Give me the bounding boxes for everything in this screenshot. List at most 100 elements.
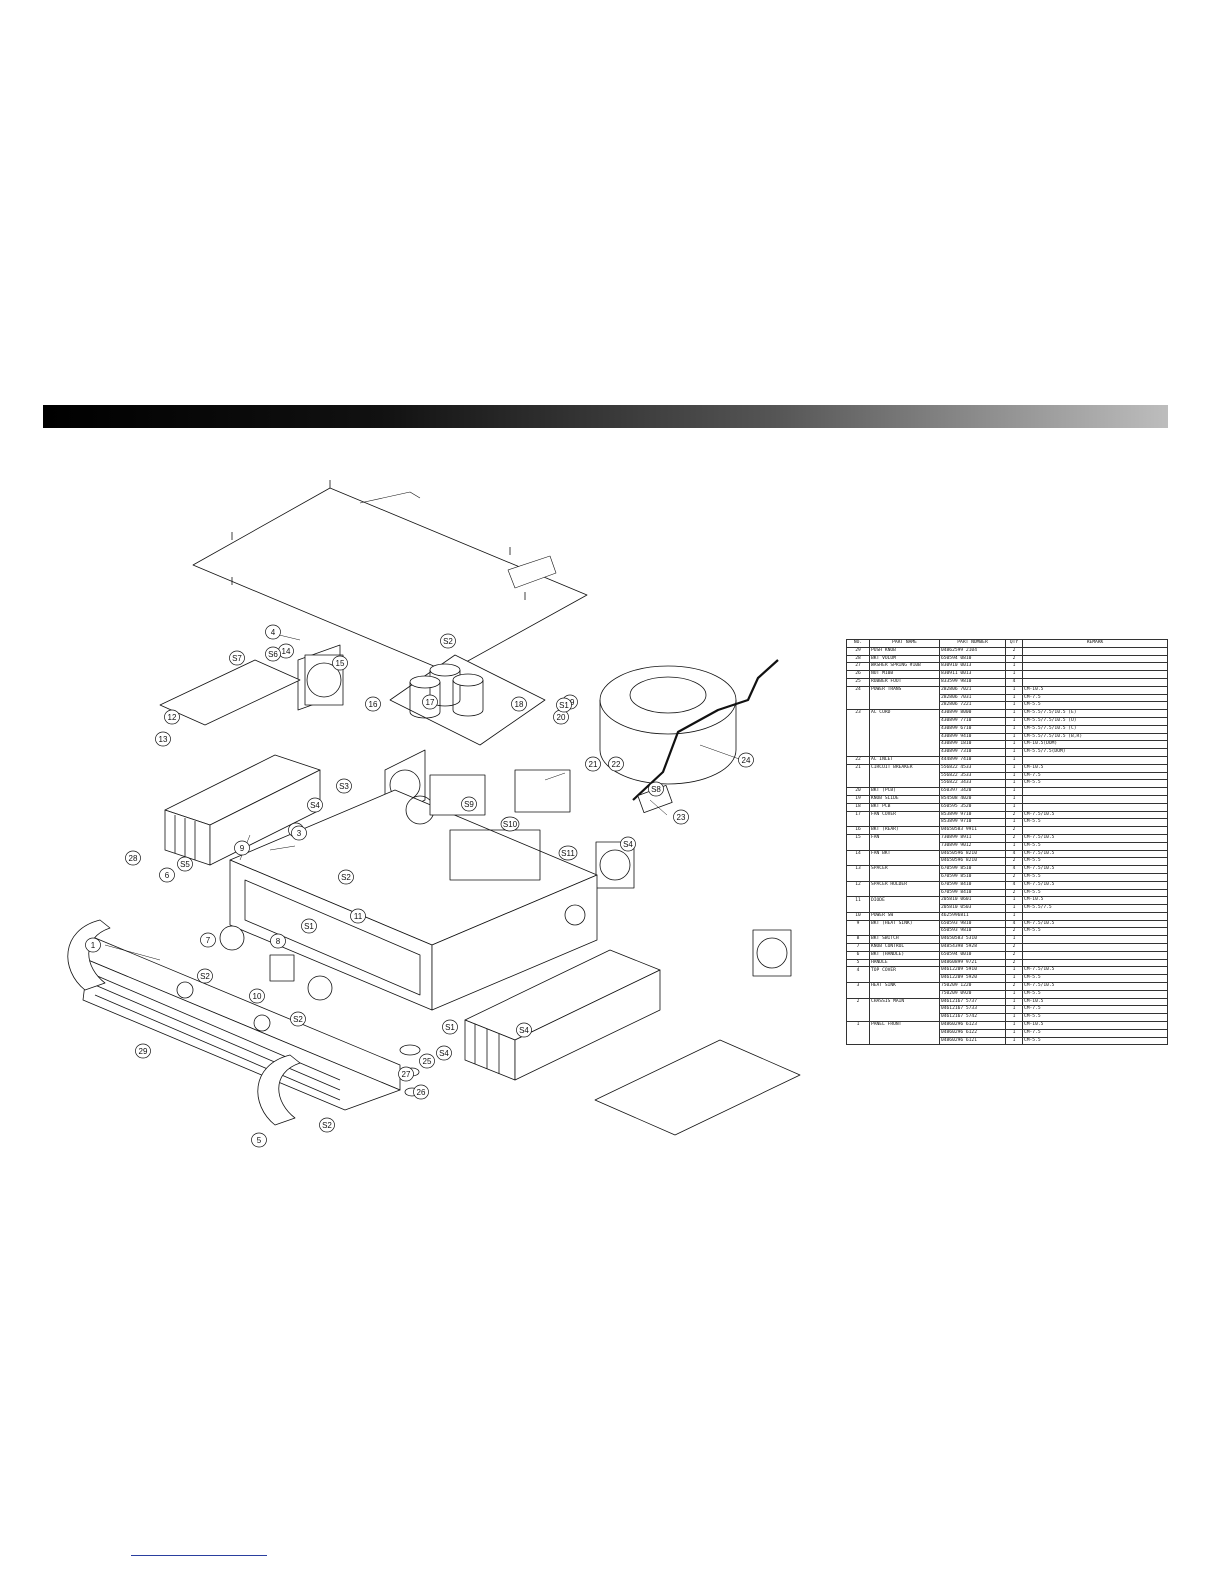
table-cell-part: 650594 0810 xyxy=(939,654,1006,664)
table-cell-name: FAN BKT xyxy=(869,849,940,858)
table-cell-remark: CM-5.5 xyxy=(1022,779,1168,789)
table-cell-qty: 2 xyxy=(1005,982,1023,991)
table-cell-part: 430899 8000 xyxy=(939,709,1006,718)
table-cell-qty: 1 xyxy=(1005,1021,1023,1030)
table-cell-remark xyxy=(1022,755,1168,765)
table-cell-remark: CM-10.5 xyxy=(1022,997,1168,1007)
table-cell-remark xyxy=(1022,935,1168,945)
table-cell-qty: 1 xyxy=(1005,935,1023,945)
table-cell-remark: CM-5.5 xyxy=(1022,1036,1168,1046)
callout-label: S4 xyxy=(310,801,320,810)
table-cell-no: 4 xyxy=(846,966,870,975)
callout-circle xyxy=(461,796,477,812)
table-cell-no: 24 xyxy=(846,685,870,695)
table-cell-qty: 2 xyxy=(1005,646,1023,656)
callout-label: 14 xyxy=(282,647,291,656)
table-cell-part: 650593 9810 xyxy=(939,927,1006,937)
callout-label: 12 xyxy=(168,713,177,722)
table-cell-remark: CM-7.5 xyxy=(1022,1005,1168,1015)
callout-s3: S3 xyxy=(336,778,352,794)
callout-s2c: S2 xyxy=(197,968,213,984)
table-cell-part: 04650583 5310 xyxy=(939,935,1006,945)
table-cell-qty: 1 xyxy=(1005,748,1023,757)
table-cell-no: 27 xyxy=(846,662,870,672)
amp-board-right-drawing xyxy=(594,1039,801,1136)
table-cell-name: BKT VOLUM xyxy=(869,654,940,664)
callout-c7: 7 xyxy=(200,932,216,948)
callout-c17: 17 xyxy=(422,694,438,710)
callout-c24: 24 xyxy=(738,752,754,768)
table-cell-remark: CM-5.5 xyxy=(1022,818,1168,828)
table-cell-no xyxy=(846,772,870,780)
table-cell-qty: 4 xyxy=(1005,880,1023,890)
table-cell-no xyxy=(846,694,870,702)
table-cell-remark: CM-7.5/10.5 xyxy=(1022,919,1168,929)
callout-circle xyxy=(332,655,348,671)
callout-label: S2 xyxy=(322,1121,332,1130)
callout-s11: S11 xyxy=(558,845,578,861)
table-cell-qty: 1 xyxy=(1005,740,1023,750)
table-cell-part: 853899 9710 xyxy=(939,818,1006,828)
callout-label: S6 xyxy=(268,650,278,659)
heat-sink-left-drawing xyxy=(164,754,321,866)
table-cell-qty: 2 xyxy=(1005,958,1023,968)
header-no: NO. xyxy=(846,639,870,648)
table-cell-name: TOP COVER xyxy=(869,966,940,975)
table-cell-name xyxy=(869,842,940,851)
table-cell-name: RUBBER FOOT xyxy=(869,677,940,687)
table-cell-no xyxy=(846,1013,870,1023)
callout-label: 16 xyxy=(369,700,378,709)
callout-s2d: S2 xyxy=(290,1011,306,1027)
table-cell-name xyxy=(869,1037,940,1046)
table-cell-qty: 4 xyxy=(1005,677,1023,687)
table-cell-name: POWER SW xyxy=(869,911,940,921)
callout-circle xyxy=(620,836,636,852)
callout-c20: 20 xyxy=(553,709,569,725)
table-cell-no: 22 xyxy=(846,755,870,765)
callout-c1: 1 xyxy=(85,937,101,953)
table-cell-name xyxy=(869,974,940,984)
table-cell-part: 282806 7031 xyxy=(939,693,1006,703)
table-cell-remark: CM-5.5/7.5(DOM) xyxy=(1022,748,1168,757)
callout-c11: 11 xyxy=(350,908,366,924)
table-cell-no: 17 xyxy=(846,810,870,819)
table-cell-remark: CM-7.5/10.5 xyxy=(1022,982,1168,991)
table-cell-part: 670599 8410 xyxy=(939,880,1006,890)
table-cell-qty: 2 xyxy=(1005,857,1023,867)
table-cell-qty: 2 xyxy=(1005,833,1023,843)
table-cell-remark: CM-7.5/10.5 xyxy=(1022,880,1168,890)
table-cell-part: 205810 0503 xyxy=(939,904,1006,913)
table-cell-part: 556822 3433 xyxy=(939,779,1006,789)
callout-label: 20 xyxy=(557,713,566,722)
table-cell-name: HEAT SINK xyxy=(869,982,940,991)
table-cell-name xyxy=(869,694,940,702)
table-cell-qty: 4 xyxy=(1005,849,1023,859)
table-cell-remark xyxy=(1022,787,1168,796)
callout-circle xyxy=(265,646,281,662)
table-cell-qty: 1 xyxy=(1005,802,1023,812)
callout-c4: 4 xyxy=(265,624,281,640)
callout-circle xyxy=(336,778,352,794)
chassis-main-drawing xyxy=(229,789,598,1011)
table-cell-no: 20 xyxy=(846,787,870,796)
table-cell-name: PANEL FRONT xyxy=(869,1021,940,1030)
callout-label: S8 xyxy=(651,785,661,794)
table-cell-no: 11 xyxy=(846,896,870,905)
callout-c23: 23 xyxy=(673,809,689,825)
table-cell-name: NUT M10B xyxy=(869,670,940,679)
table-cell-part: 556822 3533 xyxy=(939,771,1006,781)
table-cell-remark: CM-7.5/10.5 xyxy=(1022,966,1168,976)
table-cell-no xyxy=(846,1029,870,1038)
right-fan-drawing xyxy=(595,841,792,977)
callout-circle xyxy=(436,1045,452,1061)
table-cell-name xyxy=(869,1013,940,1023)
table-cell-remark: CM-5.5 xyxy=(1022,701,1168,711)
left-fan-drawing xyxy=(297,644,344,711)
